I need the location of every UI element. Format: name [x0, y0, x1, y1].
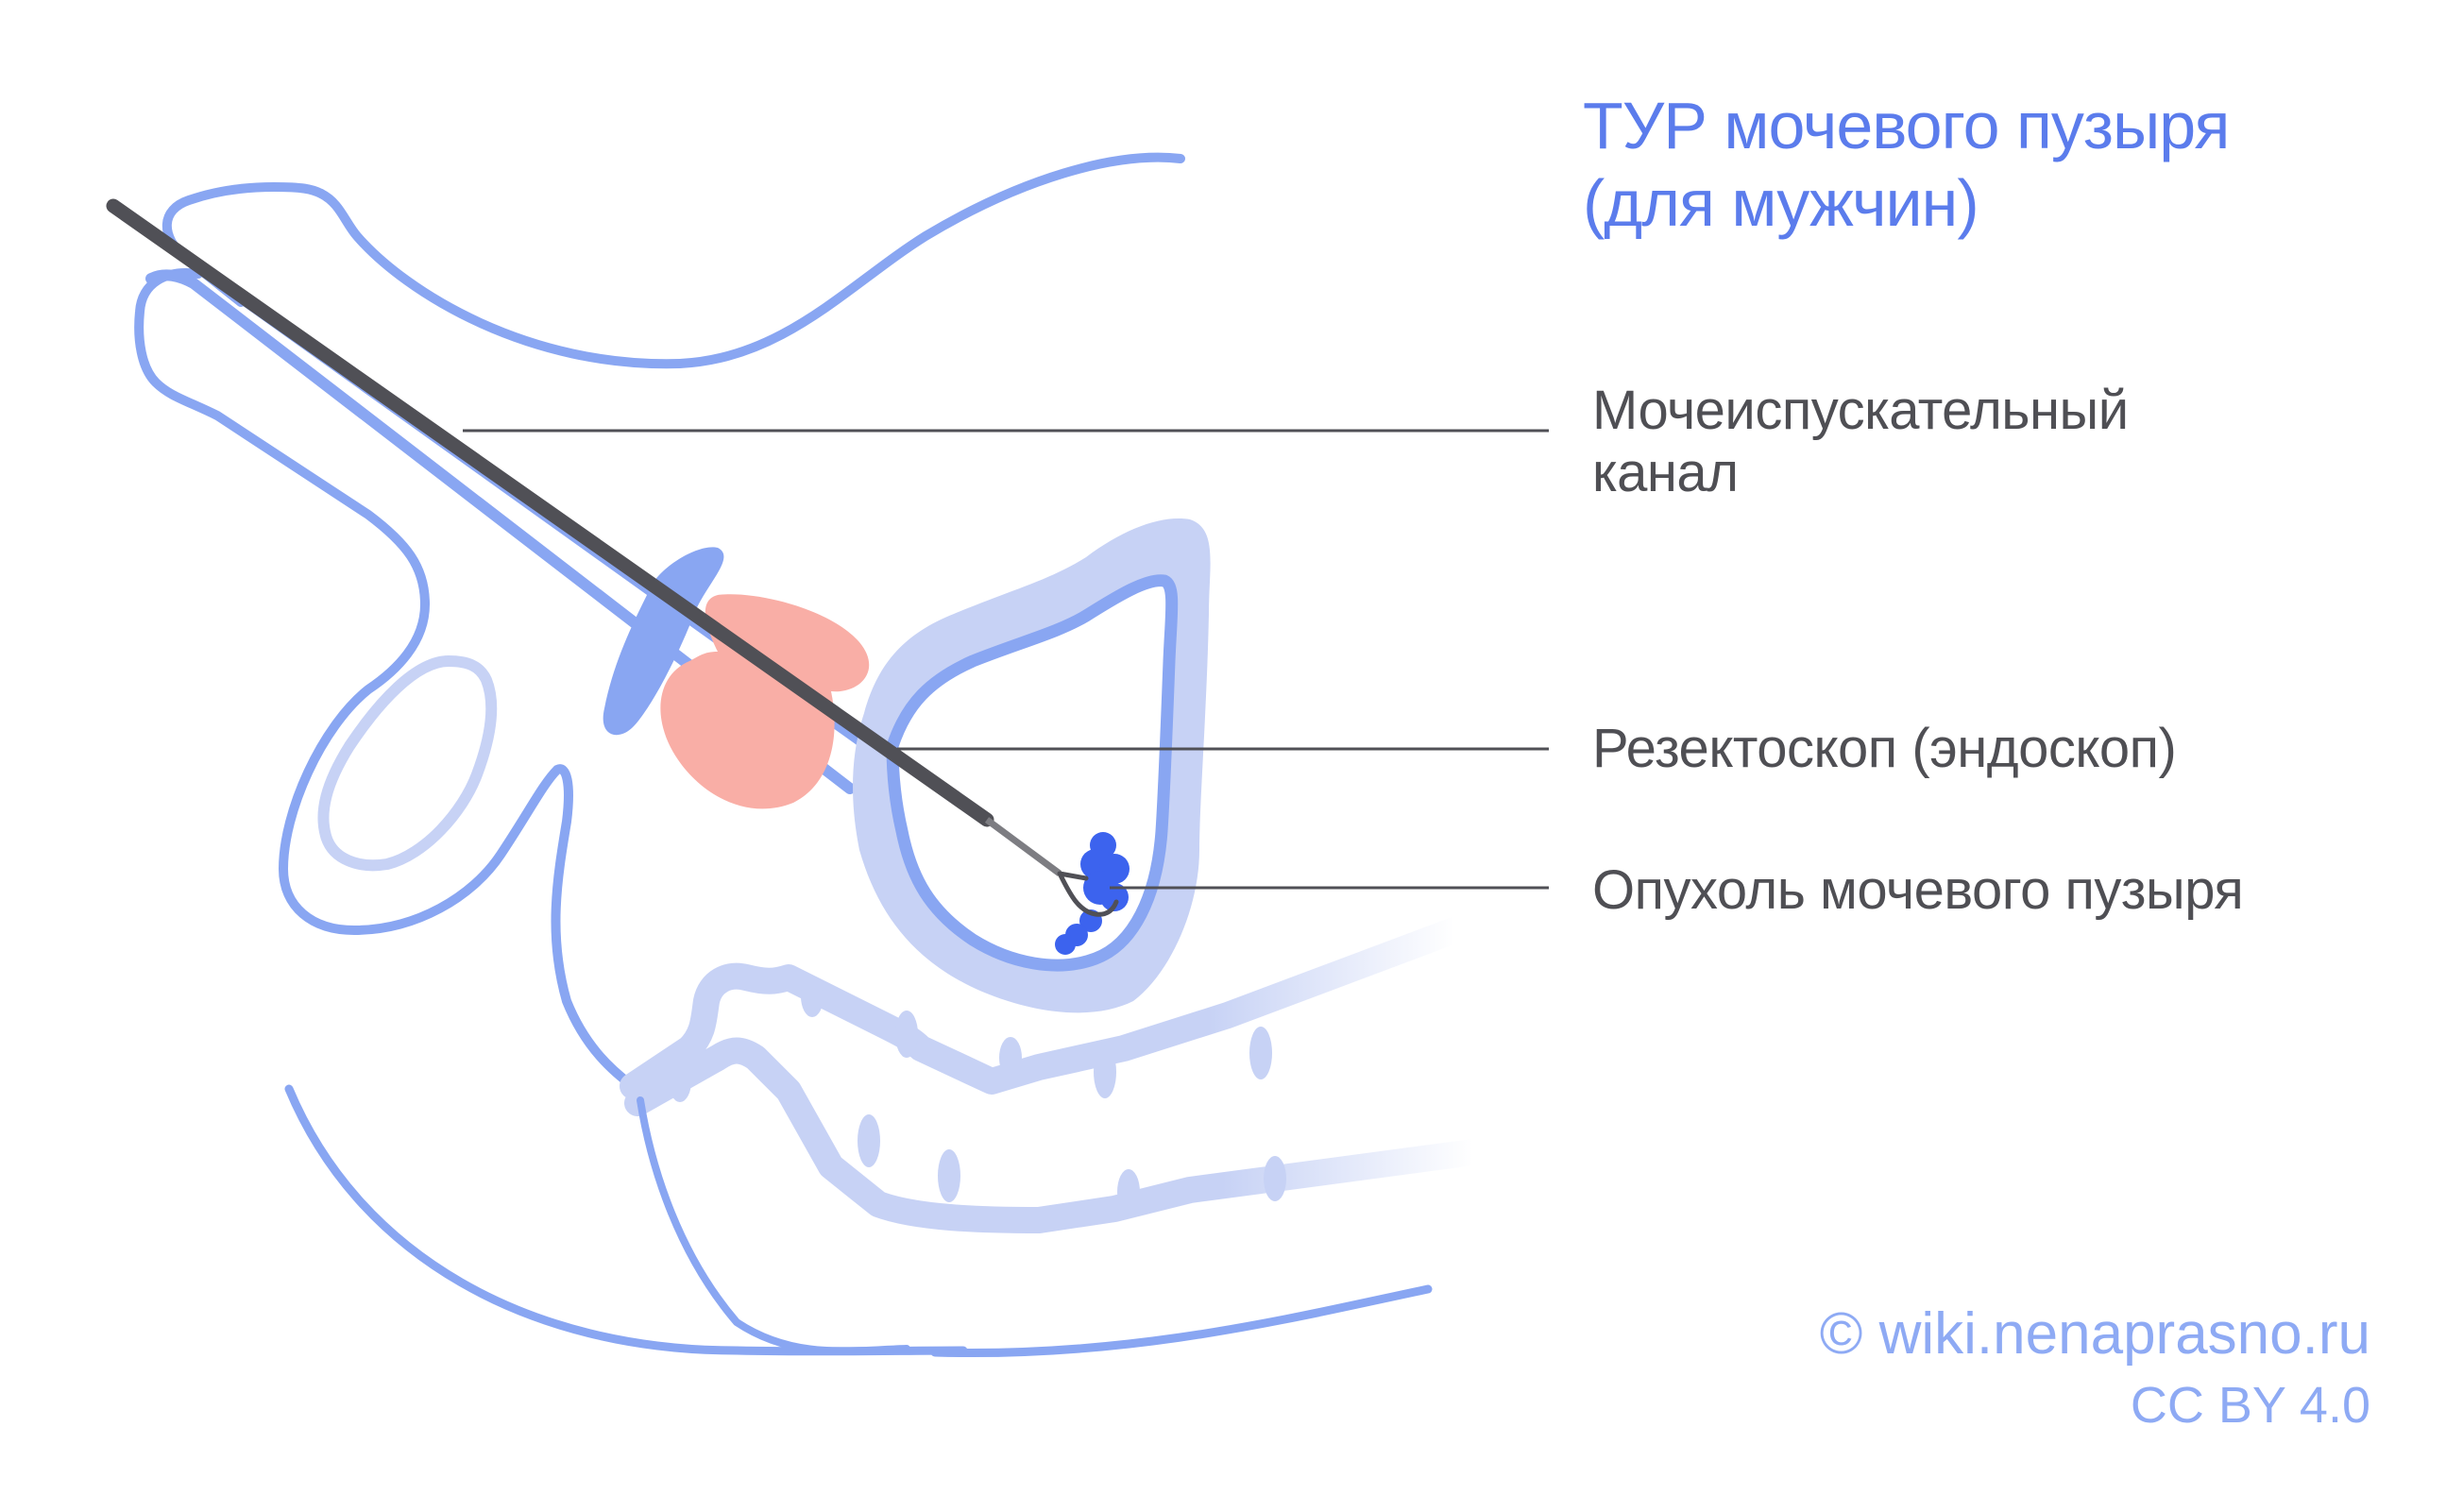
outer-buttock-curve — [284, 1084, 968, 1356]
page-title: ТУР мочевого пузыря (для мужчин) — [1583, 87, 2230, 242]
resectoscope-loop — [1057, 871, 1119, 917]
penis-outline-upper — [161, 181, 326, 307]
title-line-1: ТУР мочевого пузыря — [1583, 89, 2230, 162]
label-urethra-line-2: канал — [1592, 442, 1739, 503]
resectoscope-tip — [984, 817, 1062, 876]
tailbone-curve — [926, 1281, 1428, 1353]
rectum-lower-wall — [624, 1037, 1486, 1233]
label-urethra: Мочеиспускательный канал — [1592, 380, 2129, 504]
urethra-lower-wall — [145, 269, 856, 794]
pubic-bone — [603, 547, 724, 736]
label-resectoscope: Резектоскоп (эндоскоп) — [1592, 718, 2177, 780]
gluteal-curve — [930, 1284, 1433, 1358]
credit-license: CC BY 4.0 — [2130, 1377, 2370, 1434]
prostate — [660, 594, 870, 809]
abdomen-outline — [316, 152, 1185, 369]
rectum-lower-folds — [669, 1061, 1286, 1215]
resectoscope-shaft — [106, 198, 994, 827]
testis-outline — [317, 654, 498, 872]
label-bladder-tumor-text: Опухоль мочевого пузыря — [1592, 859, 2244, 921]
label-bladder-tumor: Опухоль мочевого пузыря — [1592, 859, 2244, 922]
bladder-tumor — [1055, 832, 1130, 955]
title-line-2: (для мужчин) — [1583, 166, 1979, 240]
back-curve — [897, 1268, 1316, 1351]
label-resectoscope-text: Резектоскоп (эндоскоп) — [1592, 718, 2177, 779]
label-urethra-line-1: Мочеиспускательный — [1592, 380, 2129, 441]
rectum-upper-folds — [801, 976, 1272, 1098]
credit-site: © wiki.nenaprasno.ru — [1819, 1301, 2370, 1367]
penis-scrotum-outline — [134, 268, 637, 1091]
